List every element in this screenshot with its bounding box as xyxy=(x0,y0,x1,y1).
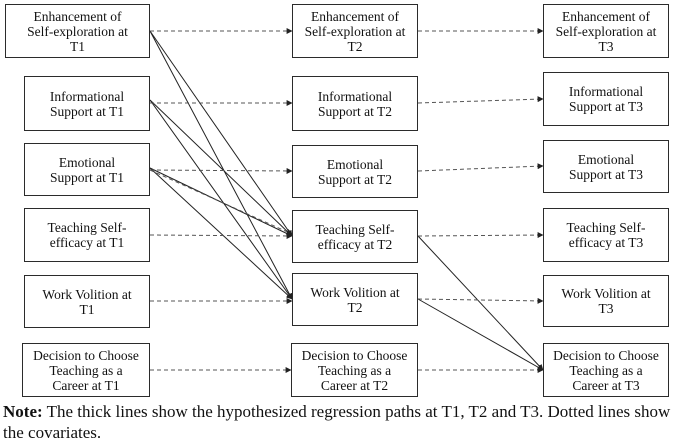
cov-emo-t2-t3 xyxy=(417,163,544,172)
node-informational-support-t1: Informational Support at T1 xyxy=(24,76,150,131)
cov-info-t2-t3 xyxy=(417,96,544,104)
node-teaching-self-efficacy-t1: Teaching Self- efficacy at T1 xyxy=(24,208,150,262)
node-informational-support-t3: Informational Support at T3 xyxy=(543,72,669,126)
node-emotional-support-t3: Emotional Support at T3 xyxy=(543,140,669,193)
node-work-volition-t2: Work Volition at T2 xyxy=(292,273,418,326)
node-work-volition-t3: Work Volition at T3 xyxy=(543,275,669,327)
node-decision-career-t1: Decision to Choose Teaching as a Career … xyxy=(22,343,150,397)
node-work-volition-t1: Work Volition at T1 xyxy=(24,275,150,328)
node-teaching-self-efficacy-t2: Teaching Self- efficacy at T2 xyxy=(292,210,418,263)
path-info-t1-to-efficacy-t2 xyxy=(149,99,293,237)
note-label: Note: xyxy=(3,402,43,421)
path-selfexp-t1-to-efficacy-t2 xyxy=(149,30,293,237)
cov-efficacy-t2-t3 xyxy=(417,232,544,239)
node-teaching-self-efficacy-t3: Teaching Self- efficacy at T3 xyxy=(543,208,669,262)
node-self-exploration-t2: Enhancement of Self-exploration at T2 xyxy=(292,4,418,58)
node-emotional-support-t1: Emotional Support at T1 xyxy=(24,143,150,196)
path-emo-t1-to-volition-t2 xyxy=(149,167,293,300)
node-decision-career-t3: Decision to Choose Teaching as a Career … xyxy=(543,343,669,397)
cov-volition-t2-t3 xyxy=(417,297,544,304)
cov-emo-t1-efficacy-t2 xyxy=(149,169,293,235)
note-text: The thick lines show the hypothesized re… xyxy=(3,402,671,442)
path-edges xyxy=(149,28,544,373)
node-self-exploration-t3: Enhancement of Self-exploration at T3 xyxy=(543,4,669,58)
path-diagram: Enhancement of Self-exploration at T1 In… xyxy=(5,4,669,397)
cov-efficacy-t1-t2 xyxy=(149,232,293,239)
node-informational-support-t2: Informational Support at T2 xyxy=(292,76,418,131)
node-decision-career-t2: Decision to Choose Teaching as a Career … xyxy=(291,343,418,397)
cov-emo-t1-t2 xyxy=(149,167,293,174)
node-self-exploration-t1: Enhancement of Self-exploration at T1 xyxy=(5,4,150,58)
path-selfexp-t1-to-volition-t2 xyxy=(149,30,293,300)
path-volition-t2-to-decision-t3 xyxy=(417,298,544,371)
figure-note: Note: The thick lines show the hypothesi… xyxy=(3,401,683,443)
node-emotional-support-t2: Emotional Support at T2 xyxy=(292,145,418,198)
path-efficacy-t2-to-decision-t3 xyxy=(417,235,544,371)
path-info-t1-to-volition-t2 xyxy=(149,99,293,300)
